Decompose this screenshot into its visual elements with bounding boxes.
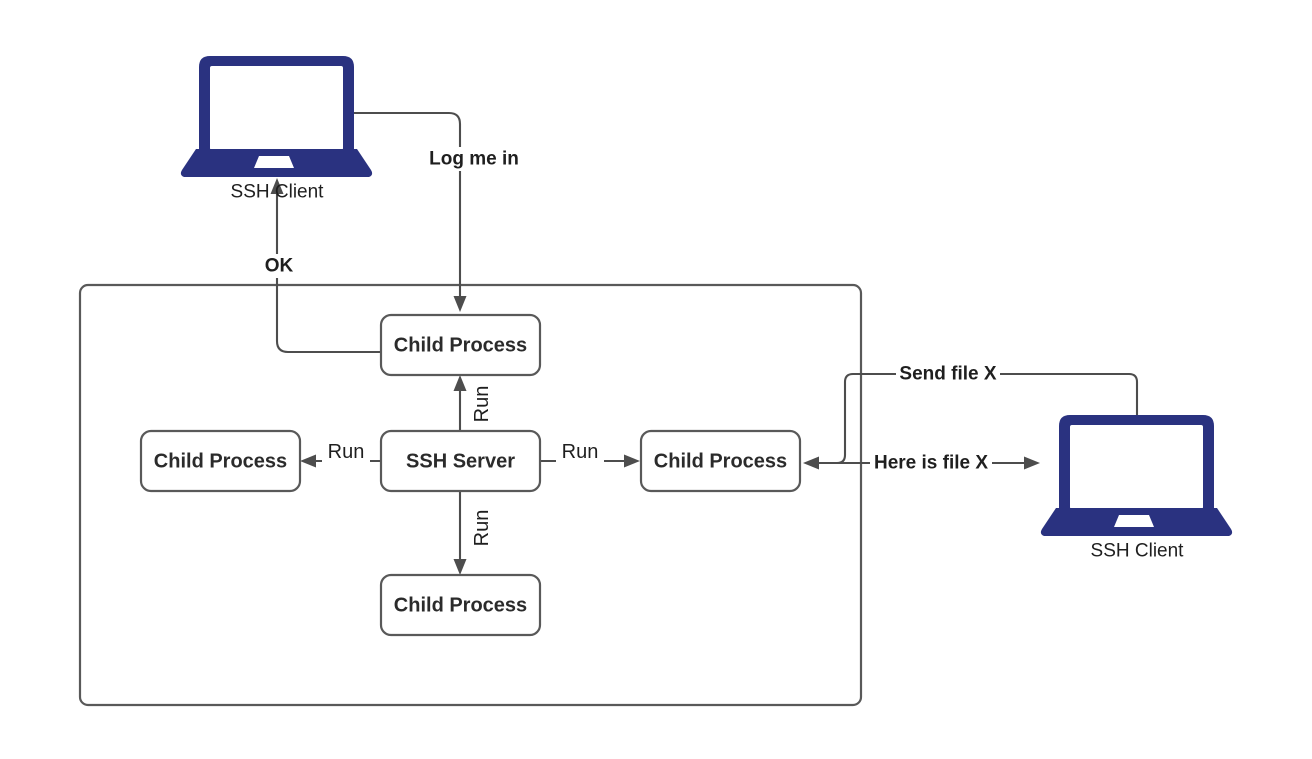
- edge-log-me-in-line: [291, 111, 462, 300]
- laptop-icon-top-screen-display: [210, 66, 343, 150]
- child-process-top-box: [379, 313, 542, 377]
- node-child-process-right[interactable]: Child Process: [639, 429, 802, 493]
- edge-run-right-arrowhead: [624, 454, 640, 468]
- edge-label-run-up-text: Run: [471, 386, 493, 423]
- edge-label-run-down: Run: [470, 504, 494, 552]
- ssh-server-boundary: [78, 283, 863, 707]
- edge-label-here-is-file-x-text: Here is file X: [874, 453, 988, 474]
- child-process-left-label: Child Process: [154, 451, 287, 473]
- laptop-icon-right-client[interactable]: SSH Client: [1040, 415, 1233, 562]
- laptop-right-caption: SSH Client: [1091, 541, 1185, 562]
- edge-label-here-is-file-x: Here is file X: [870, 451, 992, 475]
- child-process-bottom-label: Child Process: [394, 595, 527, 617]
- edge-run-up-arrowhead: [453, 375, 467, 391]
- laptop-icon-right-touchpad: [1114, 515, 1154, 527]
- edge-ok-line: [275, 190, 381, 354]
- laptop-icon-top-touchpad: [254, 156, 294, 168]
- edge-send-file-x-line: [815, 372, 1139, 465]
- edge-label-ok-text: OK: [265, 256, 294, 277]
- edge-label-run-right: Run: [556, 440, 604, 464]
- child-process-top-label: Child Process: [394, 335, 527, 357]
- edge-label-run-down-text: Run: [471, 510, 493, 547]
- laptop-top-caption: SSH Client: [231, 182, 325, 203]
- edge-label-send-file-x-text: Send file X: [899, 364, 996, 385]
- laptop-icon-right-screen-display: [1070, 425, 1203, 509]
- node-child-process-left[interactable]: Child Process: [139, 429, 302, 493]
- child-process-bottom-box: [379, 573, 542, 637]
- edge-run-left-arrowhead: [300, 454, 316, 468]
- edge-label-log-me-in-text: Log me in: [429, 149, 519, 170]
- node-ssh-server[interactable]: SSH Server: [379, 429, 542, 493]
- edge-here-is-file-x-arrowhead-right: [1024, 456, 1040, 470]
- child-process-left-box: [139, 429, 302, 493]
- node-child-process-bottom[interactable]: Child Process: [379, 573, 542, 637]
- edge-label-send-file-x: Send file X: [896, 362, 1000, 386]
- ssh-server-box: [379, 429, 542, 493]
- edge-log-me-in-arrowhead: [453, 296, 467, 312]
- edge-label-log-me-in: Log me in: [411, 147, 519, 171]
- edge-label-ok: OK: [258, 254, 298, 278]
- edge-label-run-left: Run: [322, 440, 370, 464]
- edge-run-down-arrowhead: [453, 559, 467, 575]
- edge-label-run-right-text: Run: [562, 441, 599, 463]
- child-process-right-label: Child Process: [654, 451, 787, 473]
- node-child-process-top[interactable]: Child Process: [379, 313, 542, 377]
- edge-send-file-x-arrowhead: [803, 456, 819, 470]
- laptop-icon-top-client[interactable]: SSH Client: [180, 56, 373, 203]
- edge-ok-arrowhead: [270, 178, 284, 194]
- child-process-right-box: [639, 429, 802, 493]
- ssh-server-label: SSH Server: [406, 451, 515, 473]
- edge-label-run-left-text: Run: [328, 441, 365, 463]
- edge-label-run-up: Run: [470, 380, 494, 428]
